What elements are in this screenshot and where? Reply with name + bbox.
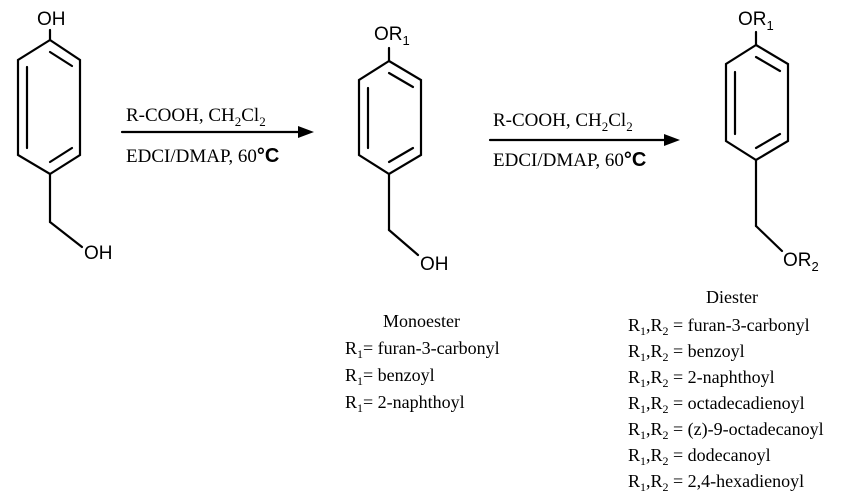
or1-label: OR1 [738,9,774,33]
diester-item: R1,R2 = 2-naphthoyl [628,367,775,390]
step2-catalyst: EDCI/DMAP, 60°C [493,149,646,171]
or1-label: OR1 [374,24,410,48]
diester-item: R1,R2 = dodecanoyl [628,445,771,468]
step1: R-COOH, CH2Cl2 EDCI/DMAP, 60°C [120,105,314,167]
benzene-ring [724,43,790,162]
diester-item: R1,R2 = octadecadienoyl [628,393,805,416]
diester-item: R1,R2 = benzoyl [628,341,745,364]
starting-material: OH OH [16,9,113,264]
bottom-hydroxyl-label: OH [84,243,113,264]
monoester-item: R1= furan-3-carbonyl [345,338,500,361]
oh-label: OH [420,254,449,275]
top-hydroxyl-label: OH [37,9,66,30]
monoester-title: Monoester [383,311,460,331]
ch2-oh-bond [48,220,84,249]
diester-item: R1,R2 = 2,4-hexadienoyl [628,471,804,494]
benzene-ring [357,59,423,176]
step2-reagents: R-COOH, CH2Cl2 [493,110,633,134]
diester-item: R1,R2 = furan-3-carbonyl [628,315,810,338]
ch2-oh-bond [387,228,420,257]
step1-catalyst: EDCI/DMAP, 60°C [126,145,279,167]
arrow-1-head [298,126,314,138]
step2: R-COOH, CH2Cl2 EDCI/DMAP, 60°C [488,110,680,171]
arrow-2-head [664,134,680,146]
monoester-structure: OR1 OH [357,24,449,275]
diester-item: R1,R2 = (z)-9-octadecanoyl [628,419,824,442]
diester-legend: Diester R1,R2 = furan-3-carbonyl R1,R2 =… [628,287,824,494]
monoester-legend: Monoester R1= furan-3-carbonyl R1= benzo… [345,311,500,415]
step1-reagents: R-COOH, CH2Cl2 [126,105,266,129]
benzene-ring [16,38,82,176]
or2-label: OR2 [783,250,819,274]
monoester-item: R1= benzoyl [345,365,435,388]
diester-structure: OR1 OR2 [724,9,819,274]
monoester-item: R1= 2-naphthoyl [345,392,465,415]
ch2-or2-bond [754,224,784,253]
diester-title: Diester [706,287,758,307]
